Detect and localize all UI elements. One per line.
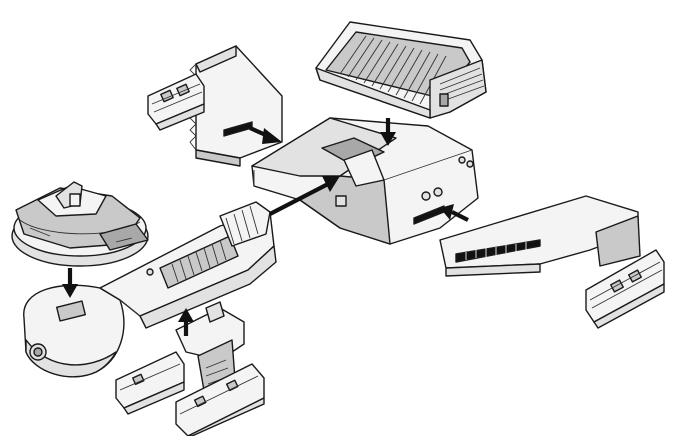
arrow-pylon-to-neck <box>178 308 194 336</box>
starboard-nacelle <box>585 249 665 329</box>
port-nacelle <box>147 73 205 131</box>
arrow-neck-to-hull <box>269 176 340 216</box>
lower-nacelle-pylon-part <box>115 301 265 436</box>
neck-assembly-part <box>23 201 277 378</box>
arrow-starboard-wing-to-hull <box>440 204 469 222</box>
saucer-section-part <box>11 181 149 267</box>
impulse-deck-part <box>315 21 487 119</box>
engineering-hull-part <box>251 117 479 245</box>
lower-nacelle-left <box>115 351 185 415</box>
arrow-impulse-to-hull <box>380 118 396 146</box>
port-wing-part <box>147 45 283 167</box>
arrow-port-wing-to-hull <box>249 126 282 144</box>
lower-nacelle-right <box>175 363 265 436</box>
arrow-saucer-to-neck <box>62 268 78 298</box>
starboard-wing-part <box>439 195 665 329</box>
